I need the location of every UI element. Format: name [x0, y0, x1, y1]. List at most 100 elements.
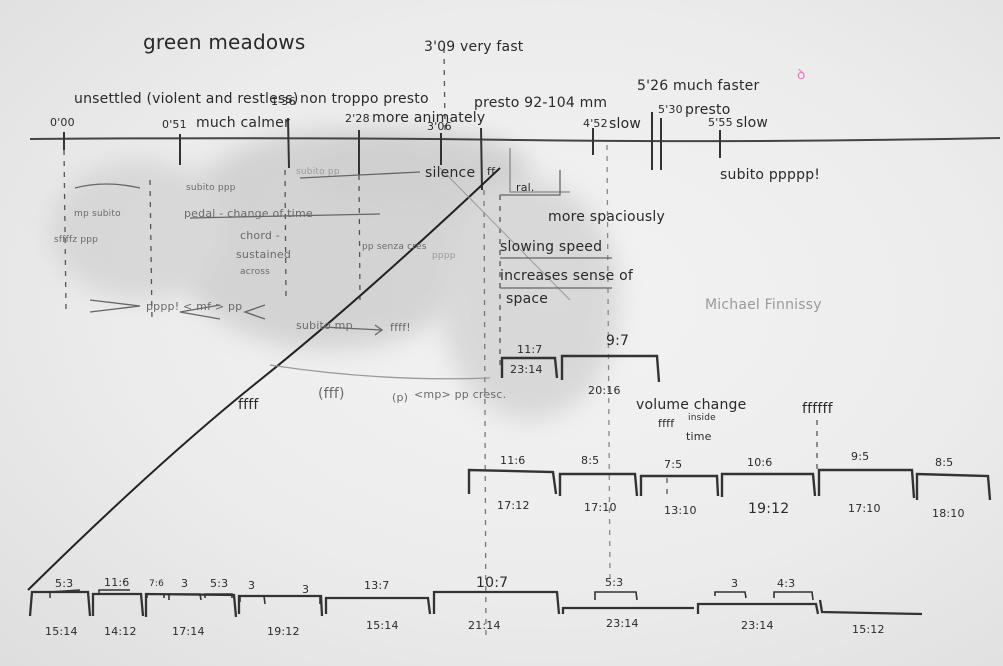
section-time-2: 1'36	[271, 95, 296, 108]
note-pp-senza: pp senza cres	[362, 242, 427, 252]
section-time-7: 5'30	[658, 103, 683, 116]
section-label-8: slow	[736, 115, 768, 131]
row3-top-4: 5:3	[210, 577, 229, 590]
row3-top-9: 5:3	[605, 576, 624, 589]
row3-bottom-7: 23:14	[741, 619, 774, 632]
row2-bottom-4: 17:10	[848, 502, 881, 515]
faint-diagonal	[439, 167, 571, 301]
section-label-7: presto	[685, 102, 731, 118]
dynamic-ffff-a: ffff	[238, 397, 259, 413]
row2-bottom-0: 17:12	[497, 499, 530, 512]
note-volume-change: volume change	[636, 397, 747, 413]
note-more-spaciously: more spaciously	[548, 209, 665, 225]
note-faint-sub: subito pp	[296, 167, 340, 177]
note-slowing-speed: slowing speed	[500, 239, 603, 255]
label-very-fast: 3'09 very fast	[424, 39, 524, 55]
row2-bottom-3: 19:12	[748, 501, 790, 517]
dynamic-ffff-b: ffffff	[802, 401, 833, 417]
row3-bottom-3: 19:12	[267, 625, 300, 638]
row3-bottom-5: 21:14	[468, 619, 501, 632]
section-time-6: 4'52	[583, 117, 608, 130]
label-much-faster: 5'26 much faster	[637, 78, 760, 94]
row3-top-10: 3	[731, 577, 739, 590]
dynamic-ffff-c: ffff	[658, 417, 675, 430]
dynamic-p-paren: (p)	[392, 391, 409, 404]
row2-top-5: 8:5	[935, 456, 954, 469]
eraser-smudges	[50, 130, 620, 420]
note-subito-ppppp: subito ppppp!	[720, 167, 821, 183]
row3-top-2: 7:6	[149, 579, 165, 589]
row2-top-4: 9:5	[851, 450, 870, 463]
section-label-6: slow	[609, 116, 641, 132]
section-time-1: 0'51	[162, 118, 187, 131]
dynamic-pppp-mf: pppp! < mf > pp	[146, 300, 243, 313]
timeline-ticks	[63, 112, 721, 191]
section-label-0: unsettled (violent and restless)	[74, 91, 299, 107]
section-label-3a: more animately	[372, 110, 486, 126]
section-time-0: 0'00	[50, 116, 75, 129]
row3-top-11: 4:3	[777, 577, 796, 590]
note-across: across	[240, 267, 271, 277]
row2-bottom-5: 18:10	[932, 507, 965, 520]
section-time-8: 5'55	[708, 116, 733, 129]
row2-bottom-2: 13:10	[664, 504, 697, 517]
row1-top-0: 11:7	[517, 343, 543, 356]
dynamic-fff-paren: (fff)	[318, 386, 345, 402]
row3-bottom-8: 15:12	[852, 623, 885, 636]
row1-brackets	[500, 354, 661, 383]
row3-bottom-0: 15:14	[45, 625, 78, 638]
dashed-guides	[63, 47, 818, 641]
dynamic-ffff2: ffff!	[390, 321, 411, 334]
row3-bottom-1: 14:12	[104, 625, 137, 638]
note-sffffz-ppp: sffffz ppp	[54, 235, 99, 245]
row3-bottom-4: 15:14	[366, 619, 399, 632]
row3-top-5: 3	[248, 579, 256, 592]
row2-bottom-1: 17:10	[584, 501, 617, 514]
row3-top-8: 10:7	[476, 575, 509, 591]
section-label-1: much calmer	[196, 115, 290, 131]
row1-bottom-1: 20:16	[588, 384, 621, 397]
row1-top-1: 9:7	[606, 333, 630, 349]
note-increases-sense: increases sense of	[500, 268, 633, 284]
note-mp-subito: mp subito	[74, 209, 121, 219]
note-subito-ppp: subito ppp	[186, 183, 236, 193]
section-time-3: 2'28	[345, 112, 370, 125]
row2-top-0: 11:6	[500, 454, 526, 467]
row3-top-6: 3	[302, 583, 310, 596]
note-pedal: pedal - change of time	[184, 207, 313, 220]
timeline-line	[29, 137, 1001, 143]
diagonal-line	[27, 167, 501, 591]
row1-bottom-0: 23:14	[510, 363, 543, 376]
section-label-5: presto 92-104 mm	[474, 95, 608, 111]
title-green-meadows: green meadows	[143, 30, 306, 54]
note-time: time	[686, 430, 712, 443]
note-sustained: sustained	[236, 248, 292, 261]
section-time-4: 3'06	[427, 120, 452, 133]
row3-top-1: 11:6	[104, 576, 130, 589]
row3-brackets	[28, 589, 923, 618]
annotation-brackets	[500, 257, 612, 289]
note-inside: inside	[688, 413, 716, 423]
row2-top-1: 8:5	[581, 454, 600, 467]
dynamic-hairpins	[74, 148, 570, 380]
note-silence: silence	[425, 165, 476, 181]
row3-bottom-2: 17:14	[172, 625, 205, 638]
row2-top-2: 7:5	[664, 458, 683, 471]
dynamic-pppp: pppp	[432, 251, 456, 261]
row3-bottom-6: 23:14	[606, 617, 639, 630]
note-space: space	[506, 291, 549, 307]
section-label-2: non troppo presto	[300, 91, 429, 107]
row3-top-3: 3	[181, 577, 189, 590]
note-chord: chord -	[240, 229, 280, 242]
row3-top-7: 13:7	[364, 579, 390, 592]
row2-brackets	[467, 468, 992, 501]
row3-top-0: 5:3	[55, 577, 74, 590]
row2-top-3: 10:6	[747, 456, 773, 469]
note-ral: ral.	[516, 181, 535, 194]
signature: Michael Finnissy	[705, 297, 822, 313]
note-subito-mp: subito mp	[296, 319, 353, 332]
pink-mark: ꝺ	[797, 67, 806, 83]
dynamic-mp-cresc: <mp> pp cresc.	[414, 388, 507, 401]
